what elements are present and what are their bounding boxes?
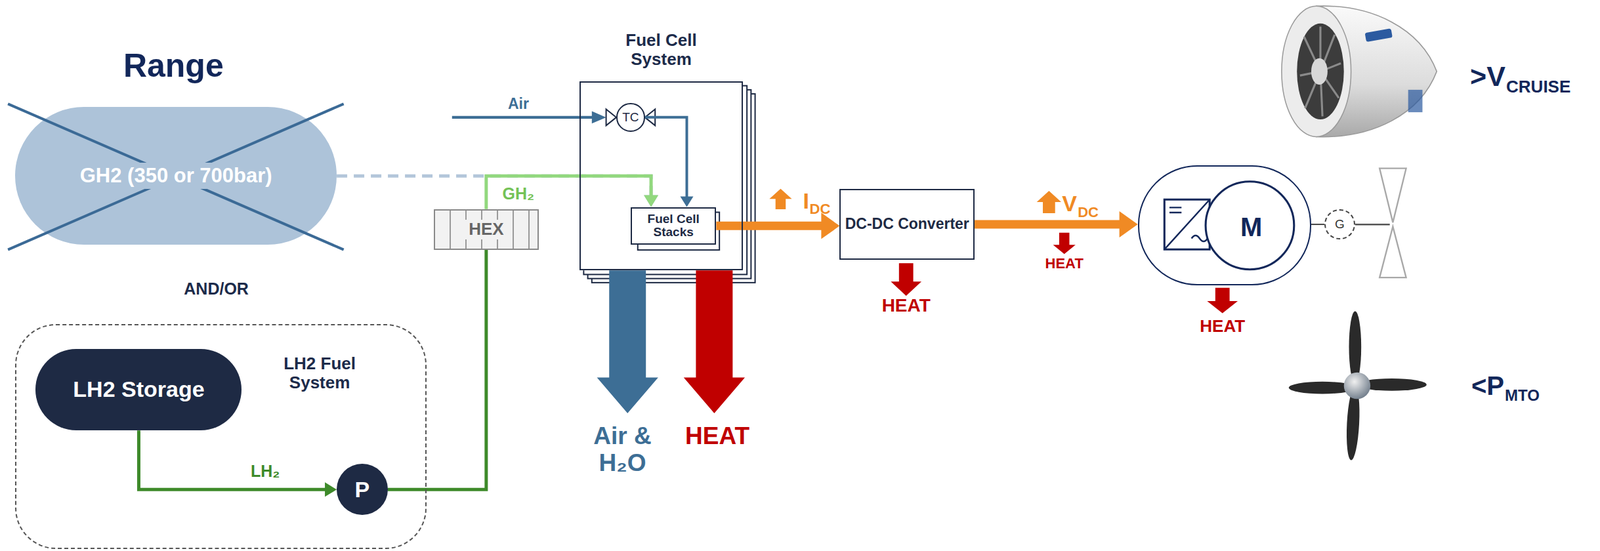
arrow-head bbox=[643, 195, 659, 208]
benefit-label: <P bbox=[1471, 370, 1505, 401]
connector bbox=[1311, 224, 1325, 226]
motor-symbol bbox=[1139, 166, 1310, 285]
shaft-line bbox=[1355, 223, 1390, 226]
connector-line bbox=[645, 117, 688, 199]
flow-label: Air bbox=[507, 95, 529, 113]
benefit-subscript: MTO bbox=[1504, 386, 1540, 405]
storage-tank-text: LH2 Storage bbox=[72, 376, 205, 403]
heat-label: HEAT bbox=[882, 295, 931, 317]
propeller-illustration bbox=[1288, 311, 1427, 461]
signal-name: I bbox=[803, 188, 810, 214]
connector bbox=[336, 175, 659, 207]
heat-exchanger-text: HEX bbox=[465, 219, 507, 240]
arrow-head bbox=[1119, 211, 1138, 238]
motor-circle bbox=[1205, 181, 1295, 270]
exhaust-arrow bbox=[597, 270, 659, 414]
nacelle-illustration bbox=[1281, 5, 1437, 137]
connector-line bbox=[974, 220, 1123, 230]
fuel-cell-stacks-text: Fuel Cell Stacks bbox=[631, 212, 715, 239]
gearbox-symbol: G bbox=[1324, 209, 1356, 241]
air-line bbox=[452, 116, 594, 119]
connector-line bbox=[336, 175, 652, 198]
arrow-head bbox=[680, 196, 694, 208]
dc-dc-converter: DC-DC Converter bbox=[839, 189, 975, 261]
heat-arrow bbox=[1206, 288, 1238, 314]
arrow-head bbox=[643, 195, 659, 208]
turbo-compressor: TC bbox=[616, 103, 646, 132]
heat-label: HEAT bbox=[685, 422, 750, 451]
gearbox-symbol-text: G bbox=[1334, 217, 1345, 232]
signal-subscript: DC bbox=[1077, 204, 1099, 221]
connector bbox=[387, 250, 487, 490]
heat-exchanger: HEX bbox=[433, 209, 539, 251]
cross-line bbox=[7, 104, 344, 251]
electric-motor-text: M bbox=[1240, 211, 1263, 243]
connector-line bbox=[486, 175, 652, 210]
connector bbox=[486, 175, 659, 210]
dc-dc-converter-text: DC-DC Converter bbox=[845, 215, 970, 234]
connector-line bbox=[1311, 223, 1325, 226]
heat-arrow bbox=[890, 263, 922, 296]
section-heading: Range bbox=[123, 47, 224, 86]
arrow-head bbox=[591, 111, 607, 125]
option-note: AND/OR bbox=[183, 279, 249, 299]
benefit-subscript: CRUISE bbox=[1506, 77, 1571, 98]
heat-arrow bbox=[683, 270, 745, 414]
fuel-system-group-text: LH2 Fuel System bbox=[270, 354, 369, 394]
heat-label: HEAT bbox=[1045, 255, 1084, 272]
cross-line bbox=[7, 104, 344, 251]
connector-line bbox=[387, 250, 487, 490]
connector-line bbox=[138, 430, 327, 490]
pump-symbol-text: P bbox=[355, 477, 371, 503]
fuel-system-group: LH2 Fuel SystemLH2 StorageP bbox=[15, 324, 427, 549]
connector-line bbox=[715, 221, 825, 231]
hydrogen-tank: GH2 (350 or 700bar) bbox=[15, 106, 337, 245]
benefit-label: >V bbox=[1470, 60, 1506, 93]
signal-subscript: DC bbox=[809, 200, 831, 218]
flow-label: LH₂ bbox=[250, 462, 280, 482]
arrow-head bbox=[324, 482, 337, 497]
flow-label: GH₂ bbox=[502, 184, 535, 204]
hydrogen-tank-text: GH2 (350 or 700bar) bbox=[74, 162, 278, 190]
exhaust-label: Air & H₂O bbox=[579, 423, 665, 477]
increase-arrow bbox=[1036, 190, 1062, 214]
storage-tank: LH2 Storage bbox=[35, 349, 242, 431]
heat-label: HEAT bbox=[1199, 316, 1245, 337]
fuel-cell-system-text: Fuel Cell System bbox=[605, 30, 718, 71]
electric-motor: M bbox=[1137, 165, 1312, 286]
inverter-symbol bbox=[1164, 199, 1210, 250]
connector bbox=[645, 117, 694, 208]
fuel-cell-system: Fuel Cell SystemTCFuel Cell Stacks bbox=[579, 81, 743, 271]
heat-arrow bbox=[1053, 232, 1076, 255]
inverter-marks bbox=[1164, 199, 1210, 250]
signal-name: V bbox=[1061, 190, 1077, 217]
pump-symbol: P bbox=[336, 463, 388, 516]
connector bbox=[974, 211, 1138, 238]
increase-arrow bbox=[769, 189, 792, 210]
fuel-cell-stacks: Fuel Cell Stacks bbox=[630, 207, 716, 246]
turbo-compressor-text: TC bbox=[622, 110, 639, 125]
propeller-symbol bbox=[1379, 168, 1406, 278]
connector bbox=[138, 430, 337, 497]
